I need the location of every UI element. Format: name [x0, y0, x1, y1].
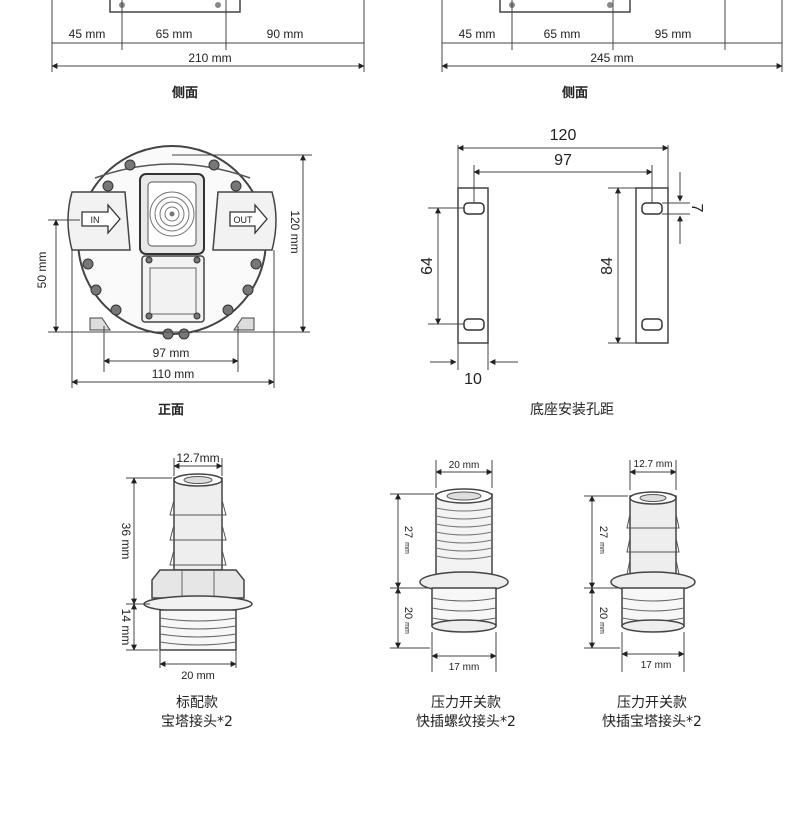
fitting1-top: 12.7mm: [176, 451, 219, 465]
side-right-caption: 侧面: [562, 85, 588, 101]
front-outer-width: 110 mm: [152, 367, 194, 381]
fitting1-bottom: 20 mm: [181, 670, 215, 682]
front-caption: 正面: [158, 403, 184, 418]
base-hole-left: 64: [419, 257, 436, 275]
front-inner-width: 97 mm: [153, 346, 190, 360]
base-inner: 97: [554, 152, 572, 169]
fitting2-bottom: 17 mm: [449, 662, 480, 673]
fitting2-upper: 27: [402, 526, 414, 538]
side-left-total: 210 mm: [188, 51, 231, 65]
fitting1-lower: 14 mm: [119, 609, 133, 646]
fitting1-caption-1: 标配款: [176, 695, 218, 711]
fitting2-lower-unit: mm: [403, 622, 410, 634]
base-bracket-width: 10: [464, 371, 482, 388]
side-left-dim-1: 45 mm: [69, 27, 106, 41]
side-view-left: 45 mm 65 mm 90 mm 210 mm 侧面: [51, 0, 365, 101]
base-outer: 120: [550, 127, 577, 144]
fitting-threaded-quick-plug: 20 mm 27 mm 20 mm 17 mm 压力开关款 快插螺纹接头*2: [390, 460, 516, 730]
front-view: IN OUT 120 mm: [35, 145, 312, 418]
fitting3-caption-2: 快插宝塔接头*2: [602, 713, 702, 730]
fitting3-caption-1: 压力开关款: [617, 695, 687, 711]
out-label: OUT: [234, 215, 254, 225]
base-slot-height: 7: [688, 204, 705, 213]
side-right-total: 245 mm: [590, 51, 633, 65]
side-left-dim-2: 65 mm: [156, 27, 193, 41]
front-inlet-height: 50 mm: [35, 252, 49, 289]
fitting3-top: 12.7 mm: [634, 459, 673, 470]
fitting2-caption-2: 快插螺纹接头*2: [416, 713, 516, 730]
side-left-dim-3: 90 mm: [267, 27, 304, 41]
side-right-dim-2: 65 mm: [544, 27, 581, 41]
fitting2-top: 20 mm: [449, 460, 480, 471]
base-caption: 底座安装孔距: [530, 402, 614, 418]
fitting-standard-barb: 12.7mm 36 mm 14 mm 20 mm 标配款 宝塔接头*2: [119, 451, 253, 730]
fitting-barb-quick-plug: 12.7 mm 27 mm 20 mm 17 mm 压力开关款 快插宝塔接头*2: [584, 459, 702, 730]
fitting1-upper: 36 mm: [119, 523, 133, 560]
in-label: IN: [91, 215, 100, 225]
fitting1-caption-2: 宝塔接头*2: [161, 713, 233, 730]
fitting2-upper-unit: mm: [403, 542, 410, 554]
fitting2-caption-1: 压力开关款: [431, 695, 501, 711]
fitting3-bottom: 17 mm: [641, 660, 672, 671]
side-view-right: 45 mm 65 mm 95 mm 245 mm 侧面: [441, 0, 783, 101]
front-height: 120 mm: [288, 210, 302, 253]
side-right-dim-3: 95 mm: [655, 27, 692, 41]
fitting3-lower: 20: [597, 607, 609, 619]
base-hole-right: 84: [599, 257, 616, 275]
fitting2-lower: 20: [402, 607, 414, 619]
fitting3-upper: 27: [597, 526, 609, 538]
fitting3-lower-unit: mm: [598, 622, 605, 634]
base-mounting-view: 120 97 64 84 7 10 底座安装孔距: [419, 127, 705, 418]
side-right-dim-1: 45 mm: [459, 27, 496, 41]
fitting3-upper-unit: mm: [598, 542, 605, 554]
side-left-caption: 侧面: [172, 85, 198, 101]
